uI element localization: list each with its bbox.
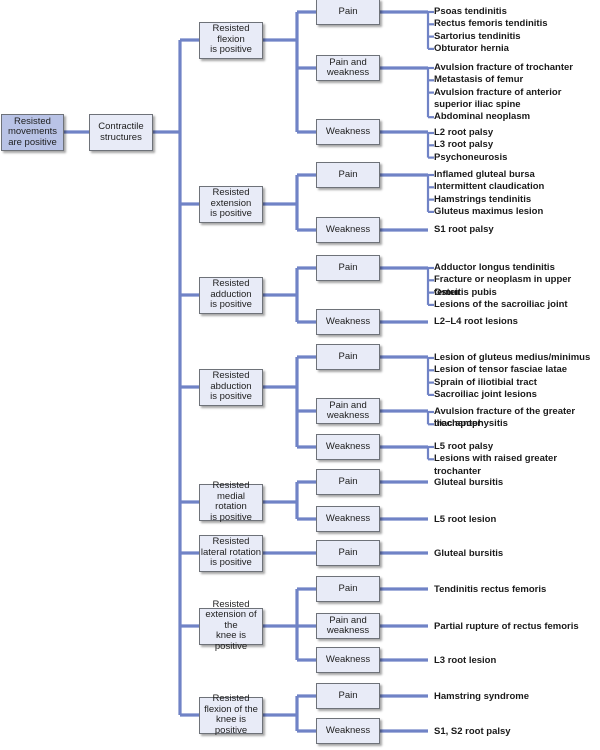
response-node: Pain and weakness (316, 613, 380, 639)
movement-node: Resisted abduction is positive (199, 368, 263, 406)
finding-text: Sprain of iliotibial tract (434, 376, 537, 388)
response-node: Pain (316, 162, 380, 188)
finding-text: Psychoneurosis (434, 151, 508, 163)
finding-text: Partial rupture of rectus femoris (434, 621, 579, 632)
finding-text: Adductor longus tendinitis (434, 262, 555, 273)
response-node: Pain (316, 469, 380, 495)
movement-node: Resisted extension of the knee is positi… (199, 599, 263, 652)
finding-text: Lesions with raised greater trochanter (434, 453, 558, 477)
finding-text: Fracture or neoplasm in upper femur (434, 274, 572, 298)
response-node: Pain (316, 540, 380, 566)
root-node: Resisted movements are positive (1, 114, 64, 151)
response-node: Weakness (316, 119, 380, 145)
response-node: Pain (316, 344, 380, 370)
response-node: Weakness (316, 506, 380, 532)
finding-text: Avulsion fracture of anterior superior i… (434, 86, 562, 110)
finding-text: Sacroiliac joint lesions (434, 388, 537, 400)
finding-text: Lesion of gluteus medius/minimus (434, 352, 591, 363)
finding-text: Tendinitis rectus femoris (434, 584, 547, 595)
finding-text: Iliac apophysitis (434, 418, 508, 430)
response-node: Weakness (316, 309, 380, 335)
finding-text: Hamstring syndrome (434, 691, 530, 702)
movement-node: Resisted medial rotation is positive (199, 480, 263, 522)
finding-text: Gluteal bursitis (434, 548, 504, 559)
finding-text: Obturator hernia (434, 42, 509, 54)
movement-node: Resisted lateral rotation is positive (199, 534, 263, 572)
movement-node: Resisted extension is positive (199, 185, 263, 223)
finding-text: L3 root lesion (434, 655, 497, 666)
finding-text: Rectus femoris tendinitis (434, 18, 548, 30)
finding-text: L3 root palsy (434, 139, 494, 151)
movement-node: Resisted flexion is positive (199, 21, 263, 59)
response-node: Pain (316, 0, 380, 25)
finding-text: Avulsion fracture of the greater trochan… (434, 406, 576, 430)
finding-text: S1 root palsy (434, 224, 494, 235)
finding-text: Hamstrings tendinitis (434, 193, 532, 205)
finding-text: Lesion of tensor fasciae latae (434, 364, 568, 376)
response-node: Weakness (316, 718, 380, 744)
movement-node: Resisted flexion of the knee is positive (199, 693, 263, 735)
response-node: Weakness (316, 647, 380, 673)
finding-text: Metastasis of femur (434, 74, 524, 86)
contractile-structures-node: Contractile structures (89, 114, 153, 151)
finding-text: Intermittent claudication (434, 181, 545, 193)
response-node: Weakness (316, 217, 380, 243)
response-node: Pain (316, 576, 380, 602)
movement-node: Resisted adduction is positive (199, 276, 263, 314)
finding-text: Inflamed gluteal bursa (434, 169, 535, 180)
response-node: Pain (316, 683, 380, 709)
finding-text: Lesions of the sacroiliac joint (434, 298, 568, 310)
response-node: Pain (316, 255, 380, 281)
finding-text: S1, S2 root palsy (434, 726, 511, 737)
finding-text: L5 root palsy (434, 441, 494, 452)
response-node: Pain and weakness (316, 55, 380, 81)
finding-text: Avulsion fracture of trochanter (434, 62, 574, 73)
finding-text: Psoas tendinitis (434, 6, 507, 17)
response-node: Pain and weakness (316, 398, 380, 424)
finding-text: Gluteal bursitis (434, 477, 504, 488)
finding-text: Abdominal neoplasm (434, 111, 531, 123)
finding-text: Osteitis pubis (434, 286, 497, 298)
response-node: Weakness (316, 434, 380, 460)
finding-text: Gluteus maximus lesion (434, 205, 544, 217)
finding-text: Sartorius tendinitis (434, 30, 521, 42)
finding-text: L2 root palsy (434, 127, 494, 138)
finding-text: L2–L4 root lesions (434, 316, 518, 327)
finding-text: L5 root lesion (434, 514, 497, 525)
